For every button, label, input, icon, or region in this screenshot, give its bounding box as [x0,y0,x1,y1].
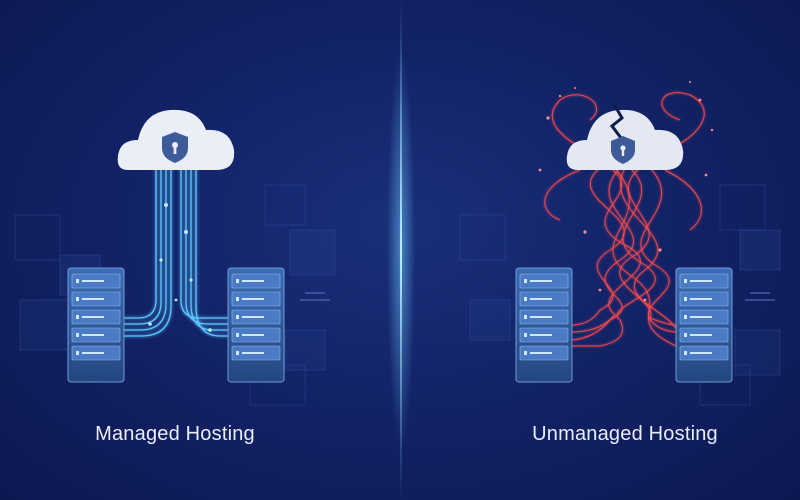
server-rack-icon [675,267,733,383]
unmanaged-hosting-label: Unmanaged Hosting [532,423,718,445]
shield-lock-icon [162,132,188,163]
unmanaged-tangled-lines [544,92,705,347]
managed-connection-lines [122,168,230,337]
background-dash-marks [300,292,775,301]
background-grid-decoration [14,184,781,406]
center-divider [387,0,415,500]
managed-data-sparks [148,203,212,332]
server-rack-icon [227,267,285,383]
managed-hosting-label: Managed Hosting [95,423,255,445]
server-rack-icon [67,267,125,383]
unmanaged-error-sparks [538,81,714,302]
shield-lock-icon [611,136,635,164]
server-rack-icon [515,267,573,383]
